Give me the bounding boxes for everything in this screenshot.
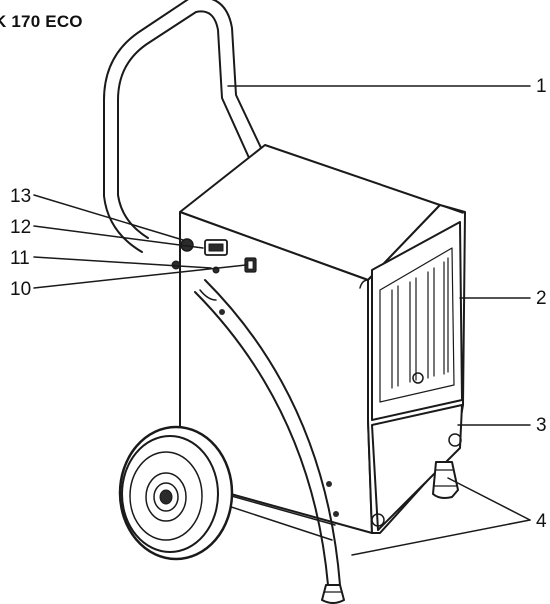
callout-2: 2	[536, 288, 547, 309]
rear-foot	[432, 461, 459, 499]
wheel	[118, 425, 234, 561]
handle	[103, 0, 263, 253]
callout-10: 10	[10, 279, 31, 300]
callout-1: 1	[536, 76, 547, 97]
callout-11: 11	[10, 248, 30, 269]
chassis-tube	[194, 279, 341, 586]
callout-4: 4	[536, 511, 547, 532]
callout-13: 13	[10, 186, 31, 207]
front-foot	[321, 584, 345, 604]
callout-12: 12	[10, 217, 31, 238]
control-panel	[171, 238, 257, 274]
water-tank	[371, 404, 463, 531]
grille-panel	[371, 221, 463, 421]
callout-3: 3	[536, 415, 547, 436]
leader-lines	[33, 85, 531, 556]
callout-labels: 1 2 3 4 10 11 12 13	[10, 76, 547, 532]
figure-title: K 170 ECO	[0, 12, 83, 31]
